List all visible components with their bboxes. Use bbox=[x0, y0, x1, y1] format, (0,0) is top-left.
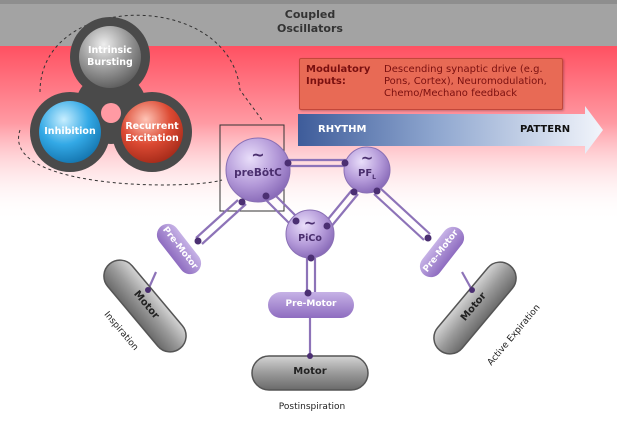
coupled-oscillators-title: Coupled Oscillators bbox=[240, 8, 380, 36]
motor-right-pill bbox=[433, 261, 517, 355]
recurrent-excitation-circle bbox=[121, 101, 183, 163]
pfl-tilde: ~ bbox=[360, 149, 374, 167]
intrinsic-bursting-label: Intrinsic Bursting bbox=[87, 45, 133, 68]
modulatory-inputs-label: Modulatory Inputs: bbox=[306, 64, 371, 87]
title-line2: Oscillators bbox=[277, 22, 343, 35]
intrinsic-bursting-circle bbox=[79, 26, 141, 88]
pattern-label: PATTERN bbox=[520, 124, 571, 135]
pfl-node bbox=[343, 146, 391, 194]
premotor-center-pill bbox=[268, 292, 354, 318]
rhythm-label: RHYTHM bbox=[318, 124, 367, 135]
coupled-oscillator-trefoil bbox=[30, 17, 192, 172]
callout-dashed-line bbox=[39, 14, 263, 121]
prebotc-node bbox=[225, 137, 291, 203]
rhythm-pattern-arrow bbox=[298, 106, 603, 154]
postinspiration-label: Postinspiration bbox=[278, 402, 346, 412]
premotor-center-label: Pre-Motor bbox=[285, 299, 337, 309]
modulatory-inputs-text: Descending synaptic drive (e.g. Pons, Co… bbox=[384, 64, 547, 99]
prebotc-label: preBötC bbox=[234, 167, 282, 179]
inhibition-circle bbox=[39, 101, 101, 163]
modulatory-inputs-box bbox=[299, 58, 563, 110]
premotor-right-pill bbox=[419, 226, 465, 278]
synapse-dots bbox=[145, 159, 475, 359]
pfl-label: PFL bbox=[358, 168, 376, 181]
connections bbox=[146, 158, 473, 356]
premotor-left-pill bbox=[156, 223, 202, 275]
prebotc-tilde: ~ bbox=[251, 145, 265, 164]
motor-center-label: Motor bbox=[293, 366, 327, 377]
pico-label: PiCo bbox=[298, 233, 322, 244]
pico-tilde: ~ bbox=[303, 214, 317, 232]
recurrent-excitation-label: Recurrent Excitation bbox=[125, 121, 179, 144]
motor-left-pill bbox=[103, 259, 187, 353]
title-line1: Coupled bbox=[284, 8, 336, 21]
inhibition-label: Inhibition bbox=[44, 126, 96, 137]
